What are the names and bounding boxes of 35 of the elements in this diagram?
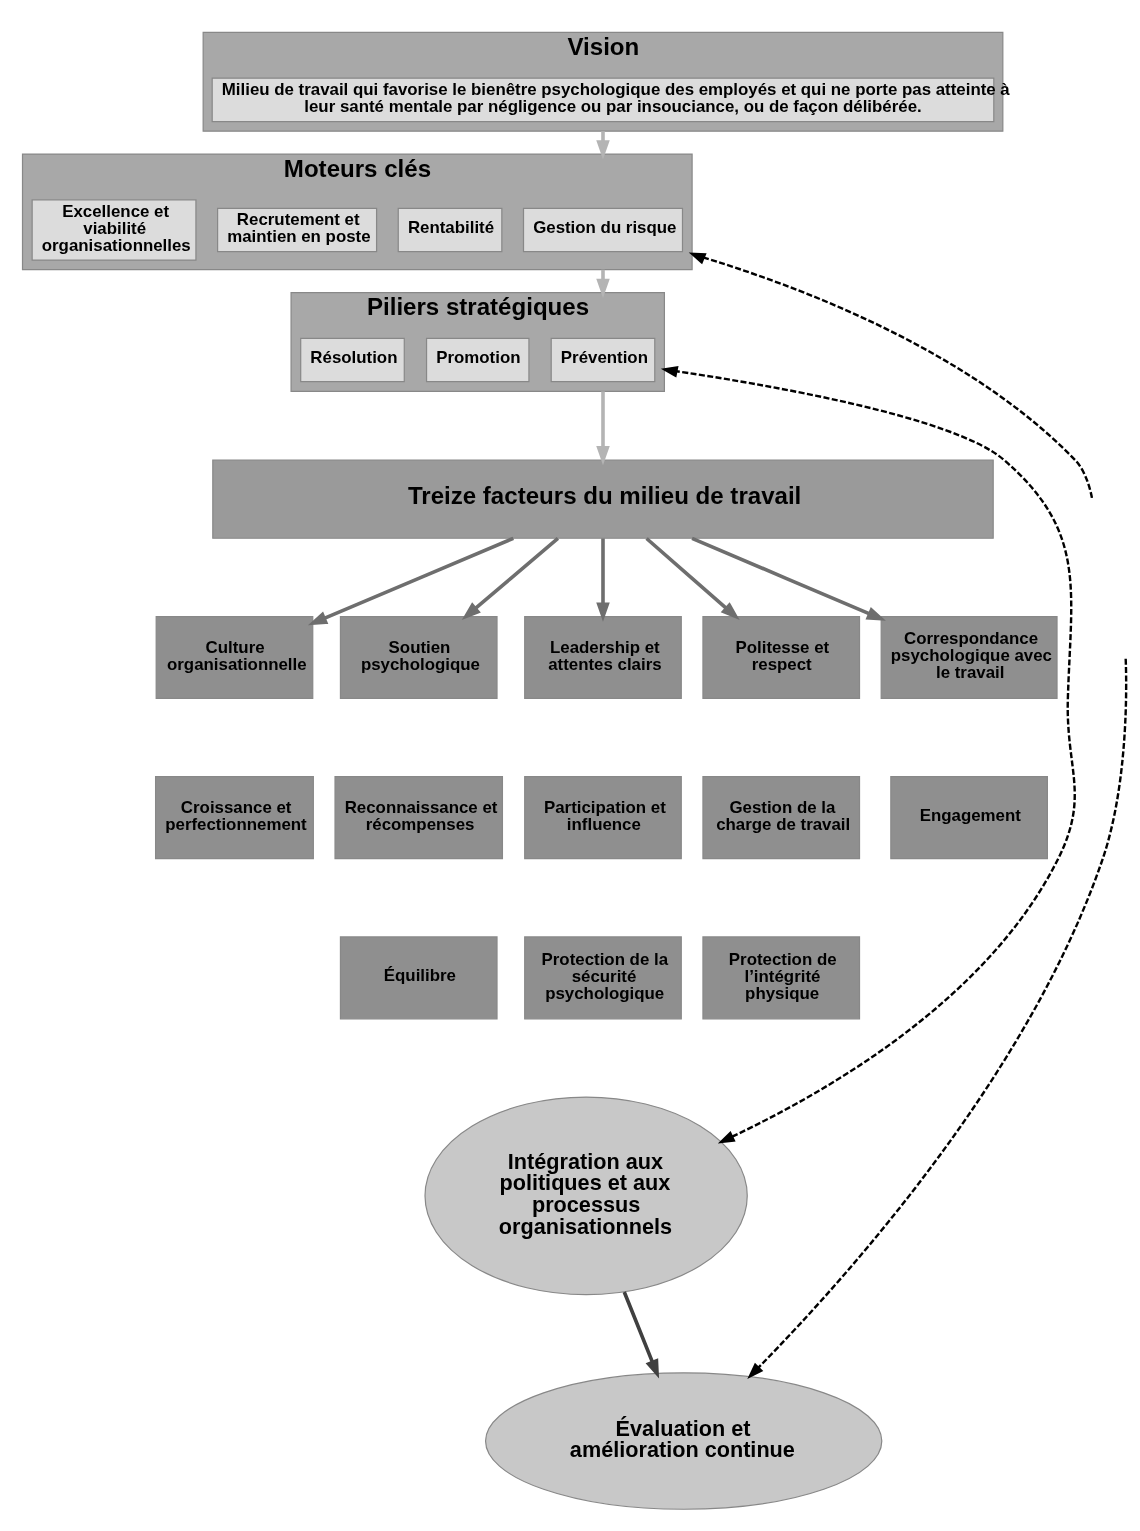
node-box: Treize facteurs du milieu de travail <box>212 458 994 539</box>
node-box: Politesse et respect <box>702 615 861 699</box>
node-ellipse: Intégration aux politiques et aux processus organisationnels <box>424 1095 748 1295</box>
node-box: Prévention <box>550 337 656 382</box>
arrow <box>596 269 610 298</box>
arrow <box>691 536 886 621</box>
node-box: Leadership et attentes clairs <box>524 615 682 699</box>
arrow <box>660 365 1076 1143</box>
node-box: Protection de l’intégrité physique <box>702 935 861 1019</box>
node-box: Protection de la sécurité psychologique <box>524 935 682 1019</box>
node-box: Promotion <box>425 337 530 382</box>
arrow <box>645 536 740 620</box>
arrow <box>688 251 1094 498</box>
arrow <box>622 1290 660 1379</box>
node-box: Excellence et viabilité organisationnelles <box>31 198 197 261</box>
node-box: Résolution <box>300 337 405 382</box>
arrow <box>596 130 610 160</box>
arrow <box>596 538 610 622</box>
node-box: Gestion du risque <box>522 207 684 252</box>
node-box: Engagement <box>890 775 1048 859</box>
node-box: Soutien psychologique <box>339 615 498 699</box>
node-box: Culture organisationnelle <box>155 615 314 699</box>
arrow <box>747 658 1128 1379</box>
node-box: Croissance et perfectionnement <box>155 775 314 859</box>
node-ellipse: Évaluation et amélioration continue <box>484 1371 883 1510</box>
node-box: Correspondance psychologique avec le travail <box>880 615 1058 699</box>
node-box: Recrutement et maintien en poste <box>217 207 378 252</box>
node-box: Reconnaissance et récompenses <box>334 775 504 859</box>
node-box: Gestion de la charge de travail <box>702 775 861 859</box>
node-box: Rentabilité <box>397 207 503 252</box>
node-box: Équilibre <box>339 935 498 1019</box>
arrow <box>307 536 515 625</box>
node-box: Participation et influence <box>524 775 682 859</box>
arrow <box>461 536 560 620</box>
arrow <box>596 390 610 465</box>
